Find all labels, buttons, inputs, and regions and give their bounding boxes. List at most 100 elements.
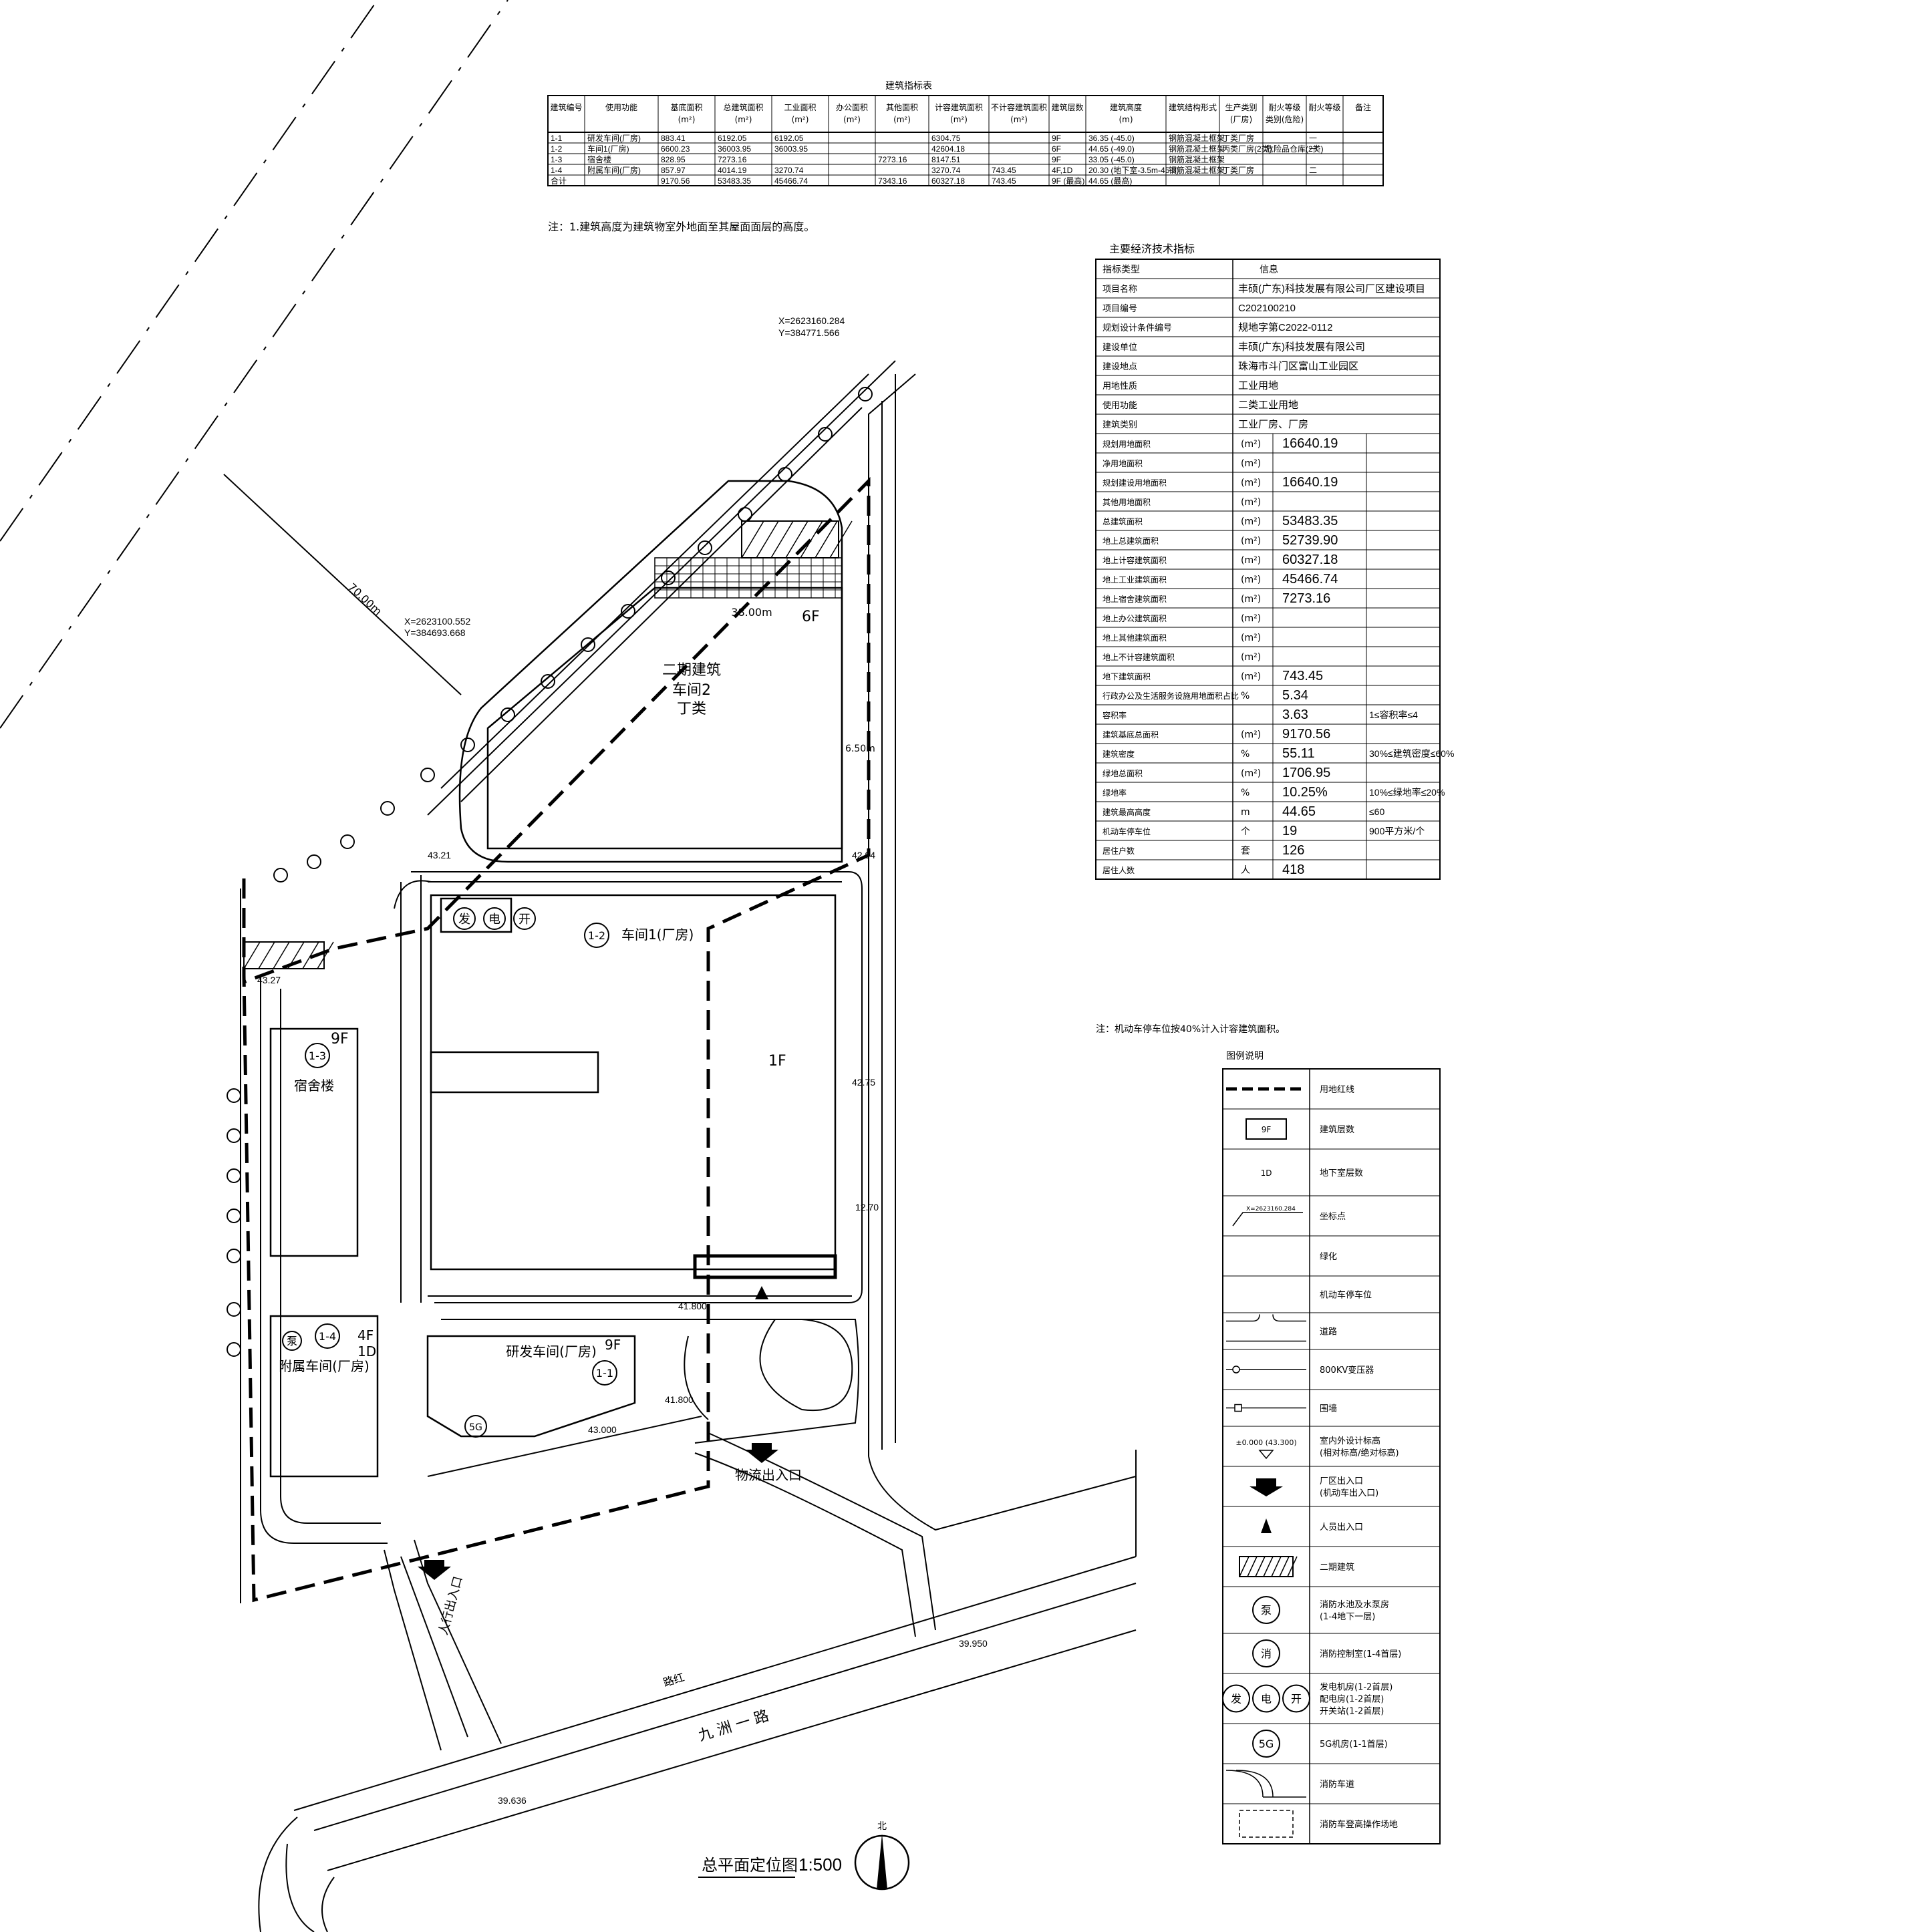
tech-metric-label: 地上工业建筑面积 — [1103, 575, 1167, 585]
tech-metric-label: 规划用地面积 — [1103, 439, 1151, 449]
legend-label: 室内外设计标高 — [1320, 1436, 1380, 1446]
area-header-cell: (m) — [1119, 115, 1133, 124]
tech-metric-unit: % — [1241, 749, 1250, 760]
tech-metric-unit: (m²) — [1241, 671, 1261, 682]
legend-label: 建筑层数 — [1320, 1124, 1354, 1135]
legend-symbol-line-circle — [1226, 1365, 1306, 1374]
floor-1-3: 9F — [331, 1031, 349, 1048]
area-cell: 一 — [1309, 134, 1317, 143]
area-cell: 7273.16 — [718, 155, 747, 164]
area-cell: 36003.95 — [774, 144, 808, 154]
building-1-3 — [269, 1027, 359, 1257]
drawing-title-block: 总平面定位图 1:500 北 — [698, 1821, 910, 1891]
tech-info-label: 建筑类别 — [1103, 420, 1137, 430]
area-cell: 7343.16 — [878, 176, 907, 186]
legend-symbol-box: 9F — [1245, 1118, 1287, 1140]
gate-arrow-west — [418, 1560, 451, 1580]
area-cell: 53483.35 — [718, 176, 751, 186]
tech-metric-value: 16640.19 — [1282, 475, 1338, 490]
building-phase2 — [458, 480, 843, 863]
area-cell: 研发车间(厂房) — [587, 133, 641, 143]
equip-switch-label: 开 — [519, 913, 531, 927]
reference-lines — [0, 0, 508, 729]
area-header-cell: (m²) — [792, 115, 809, 124]
legend-symbol-arcs — [1225, 1770, 1306, 1798]
area-cell: 钢筋混凝土框架 — [1169, 144, 1225, 154]
tech-metric-limit: 10%≤绿地率≤20% — [1369, 787, 1445, 798]
legend-symbol-text: 1D — [1261, 1168, 1272, 1178]
floor-1-4: 4F — [357, 1327, 374, 1343]
site-text: 1-2 车间1(厂房) 1F 1-3 宿舍楼 9F 1-4 附属车间(厂房) 4… — [257, 315, 988, 1806]
tech-metric-value: 16640.19 — [1282, 436, 1338, 451]
tech-metric-value: 418 — [1282, 862, 1304, 877]
tech-metric-unit: (m²) — [1241, 536, 1261, 546]
tech-metric-label: 地上不计容建筑面积 — [1103, 652, 1175, 662]
area-header-cell: 使用功能 — [605, 102, 637, 112]
area-cell: 3270.74 — [774, 166, 804, 175]
area-cell: 3270.74 — [931, 166, 961, 175]
area-cell: 828.95 — [661, 155, 686, 164]
area-header-cell: (厂房) — [1230, 114, 1252, 124]
area-header-cell: (m²) — [843, 115, 861, 124]
tech-header-cell: 信息 — [1260, 264, 1278, 275]
tag-1-3: 1-3 — [309, 1050, 326, 1062]
tech-metric-label: 绿地总面积 — [1103, 768, 1143, 778]
main-road — [258, 1556, 1137, 1932]
building-1-2-bar — [693, 1254, 837, 1279]
area-cell: 附属车间(厂房) — [587, 165, 641, 175]
area-header-cell: 备注 — [1355, 102, 1371, 112]
equip-5g-label: 5G — [469, 1422, 482, 1433]
legend-label: 围墙 — [1320, 1404, 1337, 1414]
legend-label: 5G机房(1-1首层) — [1320, 1739, 1388, 1750]
legend-symbol-text: X=2623160.284 — [1246, 1206, 1296, 1213]
drawing-scale: 1:500 — [798, 1855, 842, 1875]
tech-info-value: C202100210 — [1238, 303, 1296, 314]
drawing-title: 总平面定位图 — [702, 1856, 798, 1875]
area-header-cell: (m²) — [735, 115, 752, 124]
tech-metric-unit: % — [1241, 788, 1250, 798]
phase2-dim: 38.00m — [731, 606, 772, 619]
tech-metric-unit: (m²) — [1241, 555, 1261, 566]
tech-metric-label: 地上总建筑面积 — [1103, 536, 1159, 546]
road-name: 九 洲 一 路 — [696, 1708, 771, 1745]
legend-symbol-hatch — [1239, 1556, 1298, 1577]
area-cell: 743.45 — [992, 166, 1016, 175]
level-10: 12.70 — [855, 1202, 879, 1213]
coord-2-x: X=2623100.552 — [404, 616, 470, 627]
legend-symbol-text: 1D — [1261, 1168, 1272, 1178]
legend-label: 消防车登高操作场地 — [1320, 1819, 1398, 1830]
area-header-cell: 耐火等级 — [1268, 103, 1300, 112]
level-2: 42.94 — [852, 850, 875, 860]
area-cell: 743.45 — [992, 176, 1016, 186]
coord-1-y: Y=384771.566 — [778, 327, 840, 338]
legend-label: (机动车出入口) — [1320, 1488, 1378, 1498]
building-1-1 — [426, 1335, 636, 1438]
tech-metric-label: 绿地率 — [1103, 788, 1127, 798]
area-header-cell: (m²) — [950, 115, 968, 124]
area-header-cell: 基底面积 — [670, 102, 702, 112]
tech-info-value: 珠海市斗门区富山工业园区 — [1238, 360, 1358, 372]
tech-metric-value: 10.25% — [1282, 785, 1328, 800]
phase2-floor: 6F — [802, 609, 820, 625]
tag-1-1: 1-1 — [596, 1367, 613, 1380]
floor-1-1: 9F — [605, 1337, 621, 1353]
area-cell: 36.35 (-45.0) — [1088, 134, 1135, 143]
tech-info-value: 工业用地 — [1238, 380, 1278, 391]
area-cell: 6600.23 — [661, 144, 690, 154]
area-header-cell: 办公面积 — [836, 102, 868, 112]
legend-symbol-text: 发 — [1231, 1693, 1241, 1706]
tech-info-label: 建设单位 — [1103, 343, 1137, 353]
tech-info-label: 用地性质 — [1103, 381, 1137, 391]
area-header-cell: 其他面积 — [886, 103, 918, 112]
tech-info-value: 规地字第C2022-0112 — [1238, 321, 1332, 333]
area-header-cell: 建筑编号 — [550, 102, 582, 112]
tech-metric-unit: (m²) — [1241, 497, 1261, 508]
gate-people-label: 人行出入口 — [436, 1575, 466, 1636]
tech-metric-label: 总建筑面积 — [1103, 516, 1143, 526]
phase2-label-c: 丁类 — [677, 701, 706, 717]
area-cell: 6192.05 — [718, 134, 747, 143]
area-cell: 1-2 — [551, 144, 563, 154]
tech-info-label: 规划设计条件编号 — [1103, 323, 1172, 333]
tech-header-cell: 指标类型 — [1103, 265, 1140, 275]
level-6: 41.800 — [665, 1394, 694, 1405]
